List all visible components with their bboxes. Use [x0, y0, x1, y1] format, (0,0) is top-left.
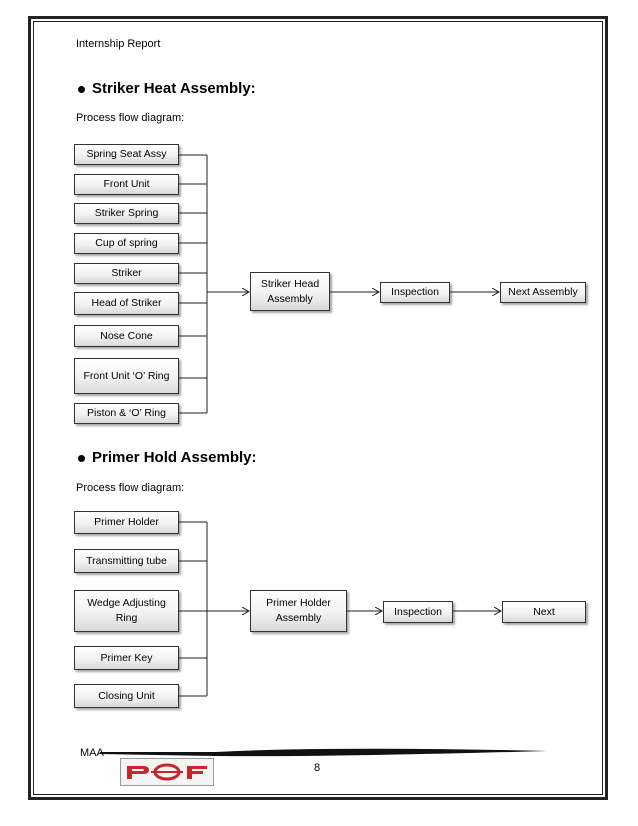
footer-label: MAA [80, 747, 104, 759]
flow-box-assembly: Primer Holder Assembly [250, 590, 347, 632]
bullet-icon [78, 86, 85, 93]
page-border-outer [28, 16, 608, 800]
flow-box-input: Primer Holder [74, 511, 179, 534]
section2-title: Primer Hold Assembly: [92, 449, 257, 466]
flow-box-next: Next [502, 601, 586, 623]
flow-box-input: Spring Seat Assy [74, 144, 179, 165]
flow-box-input: Wedge Adjusting Ring [74, 590, 179, 632]
flow-box-input: Front Unit ‘O’ Ring [74, 358, 179, 394]
section1-subtitle: Process flow diagram: [76, 112, 185, 124]
flow-box-inspection: Inspection [383, 601, 453, 623]
flow-box-input: Transmitting tube [74, 549, 179, 573]
section2-subtitle: Process flow diagram: [76, 482, 185, 494]
page-number: 8 [314, 762, 321, 774]
flow-box-input: Nose Cone [74, 325, 179, 347]
flow-box-input: Closing Unit [74, 684, 179, 708]
flow-box-input: Front Unit [74, 174, 179, 195]
flow-box-input: Cup of spring [74, 233, 179, 254]
section1-title: Striker Heat Assembly: [92, 80, 256, 97]
flow-box-input: Primer Key [74, 646, 179, 670]
page-border-inner [33, 21, 603, 795]
flow-box-inspection: Inspection [380, 282, 450, 303]
flow-box-input: Striker [74, 263, 179, 284]
flow-box-input: Head of Striker [74, 292, 179, 315]
flow-box-input: Striker Spring [74, 203, 179, 224]
flow-box-input: Piston & ‘O’ Ring [74, 403, 179, 424]
header-title: Internship Report [76, 38, 161, 50]
flow-box-next: Next Assembly [500, 282, 586, 303]
flow-box-assembly: Striker Head Assembly [250, 272, 330, 311]
bullet-icon [78, 455, 85, 462]
footer-swoosh [100, 748, 548, 757]
pof-logo [120, 758, 214, 786]
